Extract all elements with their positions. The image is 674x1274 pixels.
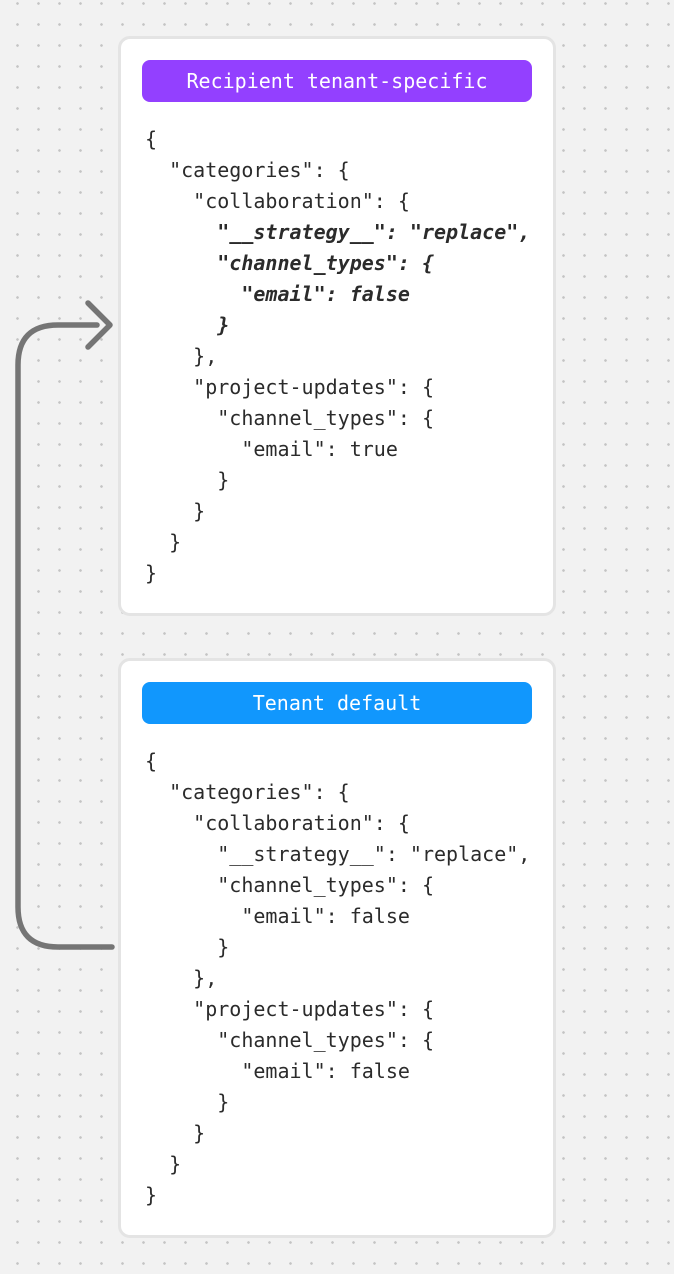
code-line: "email": false bbox=[145, 282, 410, 306]
code-line: "collaboration": { bbox=[145, 189, 410, 213]
tenant-default-json-code: { "categories": { "collaboration": { "__… bbox=[145, 746, 553, 1211]
code-line: "categories": { bbox=[145, 158, 350, 182]
merge-flow-arrow-line bbox=[15, 322, 115, 950]
merge-flow-arrow bbox=[15, 300, 115, 950]
code-line: } bbox=[145, 313, 230, 337]
recipient-tenant-specific-json-code: { "categories": { "collaboration": { "__… bbox=[145, 124, 553, 589]
tenant-default-card: Tenant default { "categories": { "collab… bbox=[118, 658, 556, 1238]
code-line: "channel_types": { bbox=[145, 406, 434, 430]
code-line: "channel_types": { bbox=[145, 873, 434, 897]
code-line: } bbox=[145, 935, 230, 959]
recipient-tenant-specific-badge: Recipient tenant-specific bbox=[142, 60, 532, 102]
code-line: }, bbox=[145, 966, 218, 990]
code-line: "email": false bbox=[145, 1059, 410, 1083]
code-line: "collaboration": { bbox=[145, 811, 410, 835]
code-line: } bbox=[145, 1183, 158, 1207]
code-line: "channel_types": { bbox=[145, 251, 434, 275]
code-line: "categories": { bbox=[145, 780, 350, 804]
code-line: } bbox=[145, 561, 158, 585]
code-line: "__strategy__": "replace", bbox=[145, 220, 531, 244]
merge-flow-arrowhead-icon bbox=[85, 300, 113, 350]
code-line: "project-updates": { bbox=[145, 997, 434, 1021]
code-line: } bbox=[145, 530, 182, 554]
code-line: } bbox=[145, 1121, 206, 1145]
code-line: "email": false bbox=[145, 904, 410, 928]
code-line: } bbox=[145, 499, 206, 523]
code-line: }, bbox=[145, 344, 218, 368]
code-line: "project-updates": { bbox=[145, 375, 434, 399]
code-line: } bbox=[145, 468, 230, 492]
code-line: "channel_types": { bbox=[145, 1028, 434, 1052]
recipient-tenant-specific-card: Recipient tenant-specific { "categories"… bbox=[118, 36, 556, 616]
code-line: } bbox=[145, 1090, 230, 1114]
tenant-default-badge: Tenant default bbox=[142, 682, 532, 724]
code-line: "__strategy__": "replace", bbox=[145, 842, 531, 866]
code-line: { bbox=[145, 127, 158, 151]
code-line: "email": true bbox=[145, 437, 398, 461]
code-line: { bbox=[145, 749, 158, 773]
code-line: } bbox=[145, 1152, 182, 1176]
